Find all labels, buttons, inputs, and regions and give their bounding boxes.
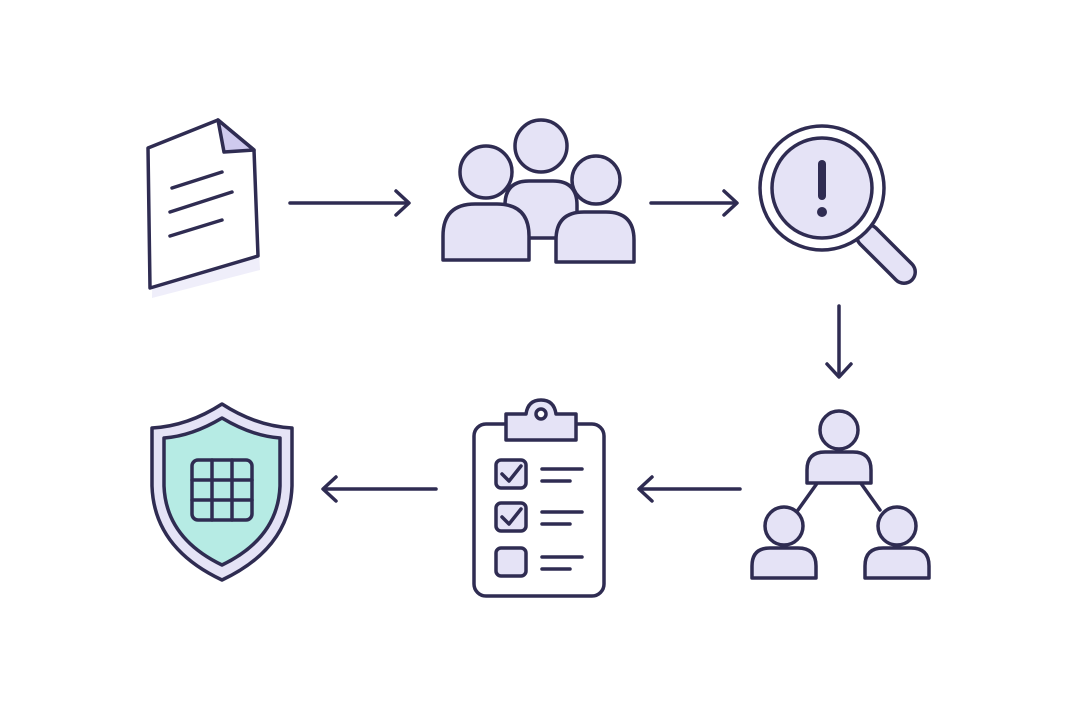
arrow-hierarchy-to-checklist bbox=[637, 475, 742, 503]
checklist-item bbox=[494, 546, 584, 578]
arrow-group-to-inspection bbox=[649, 189, 739, 217]
arrow-inspection-to-hierarchy bbox=[825, 304, 853, 379]
checklist-item bbox=[494, 458, 584, 490]
arrow-checklist-to-protection bbox=[321, 475, 438, 503]
arrow-document-to-group bbox=[288, 189, 411, 217]
clipboard-checklist-icon bbox=[472, 398, 606, 598]
checklist-item bbox=[494, 501, 584, 533]
document-icon bbox=[146, 118, 260, 298]
magnifier-alert-icon bbox=[758, 124, 917, 285]
people-group-icon bbox=[441, 118, 636, 264]
checkmark-icon bbox=[500, 464, 523, 483]
shield-grid-icon bbox=[150, 402, 294, 582]
people-hierarchy-icon bbox=[750, 409, 931, 580]
checkmark-icon bbox=[500, 507, 523, 526]
